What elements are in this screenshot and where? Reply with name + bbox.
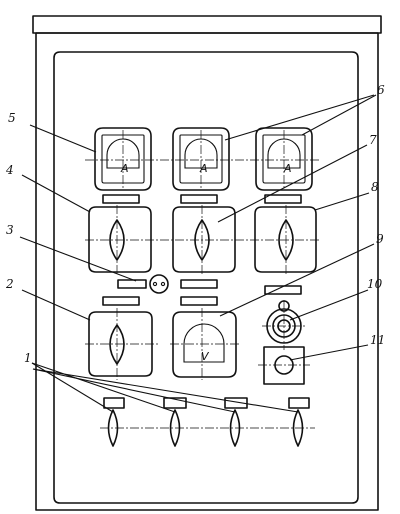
ammeter-row: A A A	[85, 127, 320, 191]
switch-item-2	[85, 308, 160, 380]
voltmeter-unit: V	[201, 350, 210, 363]
cabinet-top-cap	[32, 15, 382, 34]
leader-lines	[19, 94, 377, 413]
switch-row	[85, 205, 320, 275]
push-button-item-11	[258, 346, 310, 385]
callout-3: 3	[6, 223, 14, 237]
callout-7: 7	[369, 133, 377, 147]
ammeter-right-unit: A	[283, 162, 292, 175]
front-panel	[53, 51, 359, 504]
switch-right-handle	[278, 219, 294, 261]
switch-middle	[172, 206, 236, 273]
switch-left-handle	[109, 219, 125, 261]
callout-2: 2	[5, 277, 14, 291]
callout-6: 6	[377, 83, 385, 97]
callout-11: 11	[370, 333, 385, 347]
signal-lamp-item-10	[262, 300, 306, 350]
ammeter-middle-unit: A	[199, 162, 208, 175]
ammeter-right: A	[255, 127, 313, 191]
callout-8: 8	[371, 180, 379, 194]
ammeter-left-unit: A	[120, 162, 129, 175]
ammeter-middle: A	[172, 127, 230, 191]
switch-left	[88, 206, 152, 273]
ammeter-left: A	[94, 127, 152, 191]
label-plates-row1	[102, 194, 302, 204]
callout-9: 9	[376, 232, 384, 246]
callout-4: 4	[5, 163, 14, 177]
socket-item-3	[117, 274, 169, 294]
switch-middle-handle	[194, 219, 210, 261]
callout-labels: 5 6 7 4 8 3 9 2 10 11 1	[5, 83, 385, 365]
cabinet	[32, 15, 382, 511]
voltmeter-item-9: V	[170, 308, 240, 380]
callout-5: 5	[8, 111, 16, 125]
cabinet-body	[35, 32, 379, 511]
callout-10: 10	[367, 277, 383, 291]
callout-1: 1	[24, 351, 32, 365]
small-switches-item-1	[100, 397, 315, 447]
switch-right	[254, 206, 317, 273]
